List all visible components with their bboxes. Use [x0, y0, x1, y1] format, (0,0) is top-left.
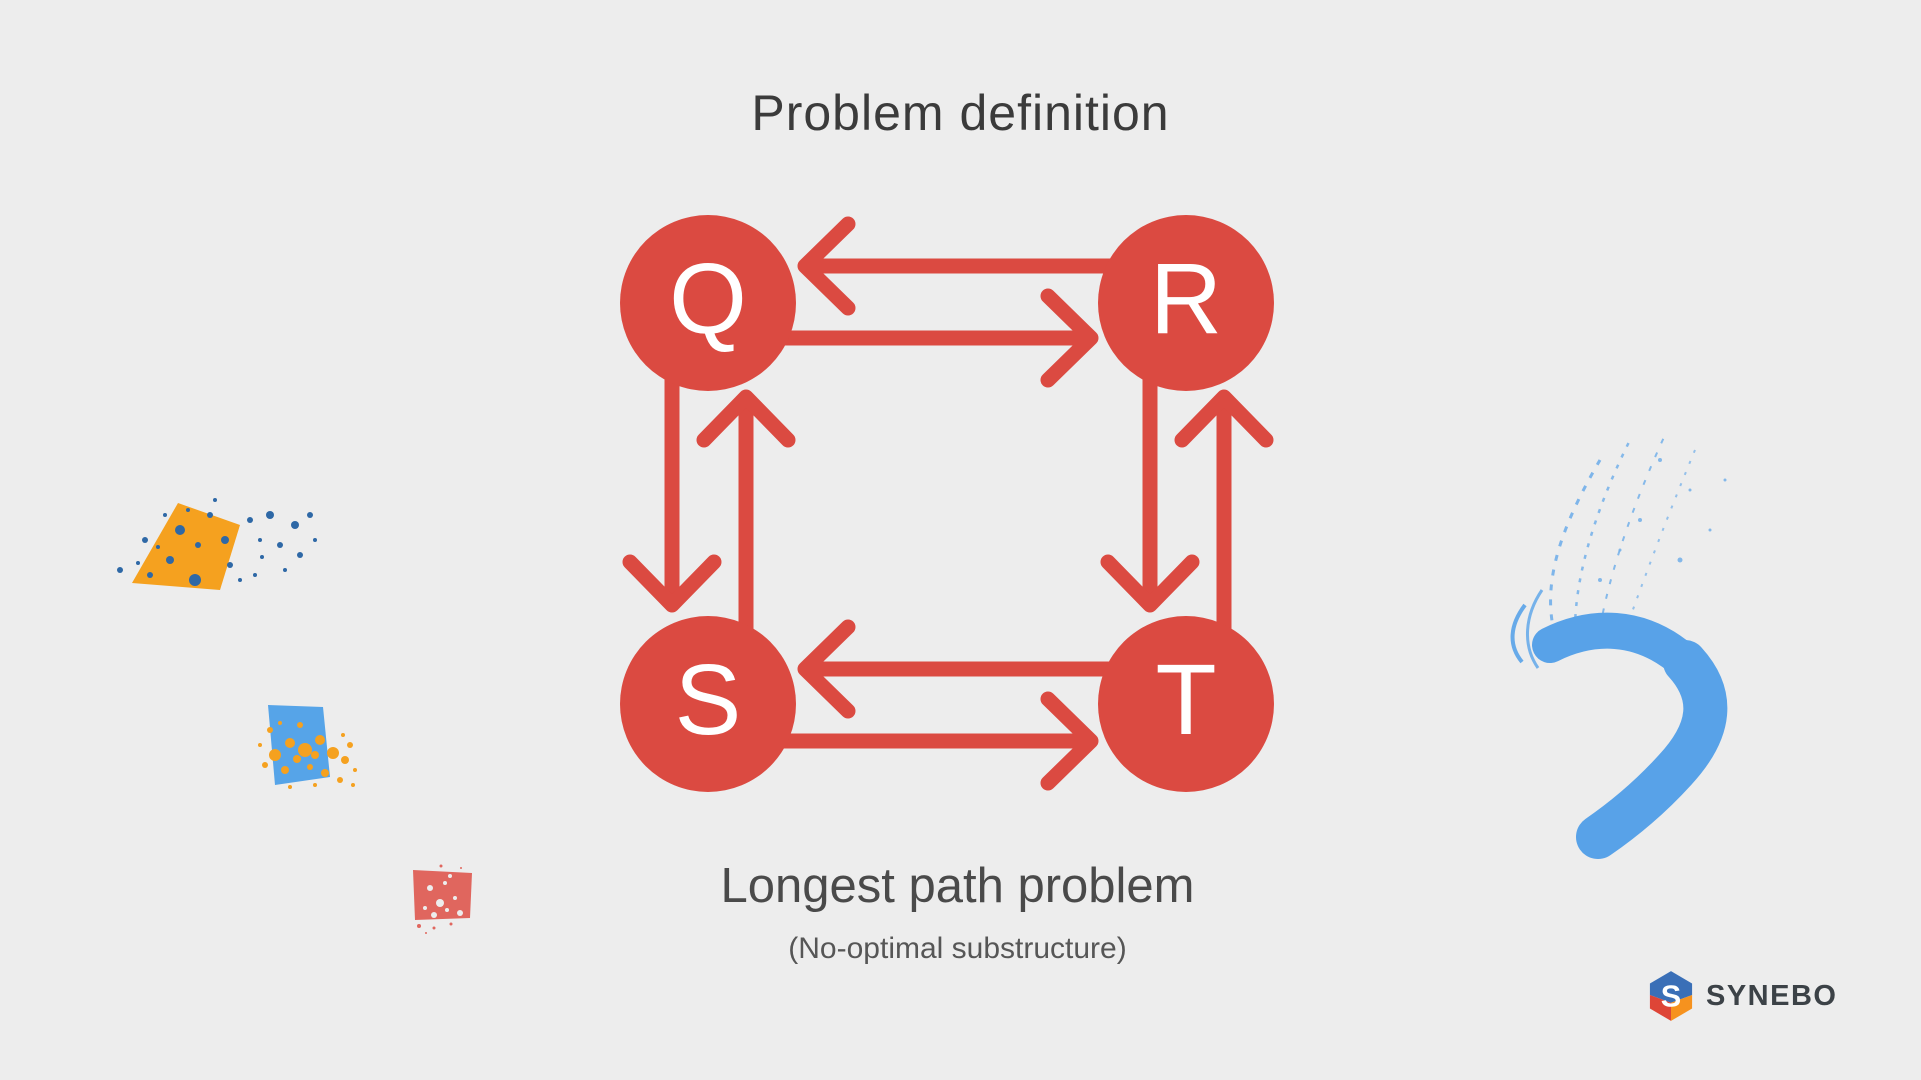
- node-q-label: Q: [669, 243, 747, 355]
- synebo-hexagon-icon: S: [1649, 971, 1693, 1021]
- synebo-logo: S SYNEBO: [1648, 970, 1837, 1022]
- page-title: Problem definition: [751, 85, 1170, 141]
- node-r: R: [1098, 215, 1274, 391]
- caption-main: Longest path problem: [720, 859, 1195, 913]
- node-q: Q: [620, 215, 796, 391]
- orange-splash-decoration: [117, 498, 317, 590]
- caption-sub: (No-optimal substructure): [788, 932, 1127, 965]
- synebo-brand-text: SYNEBO: [1706, 979, 1838, 1012]
- node-r-label: R: [1149, 243, 1223, 355]
- blue-splash-decoration: [258, 705, 357, 789]
- node-t: T: [1098, 616, 1274, 792]
- brush-stroke-decoration: [1510, 434, 1728, 859]
- node-s: S: [620, 616, 796, 792]
- node-s-label: S: [674, 644, 742, 756]
- synebo-monogram: S: [1661, 980, 1681, 1014]
- node-t-label: T: [1155, 644, 1217, 756]
